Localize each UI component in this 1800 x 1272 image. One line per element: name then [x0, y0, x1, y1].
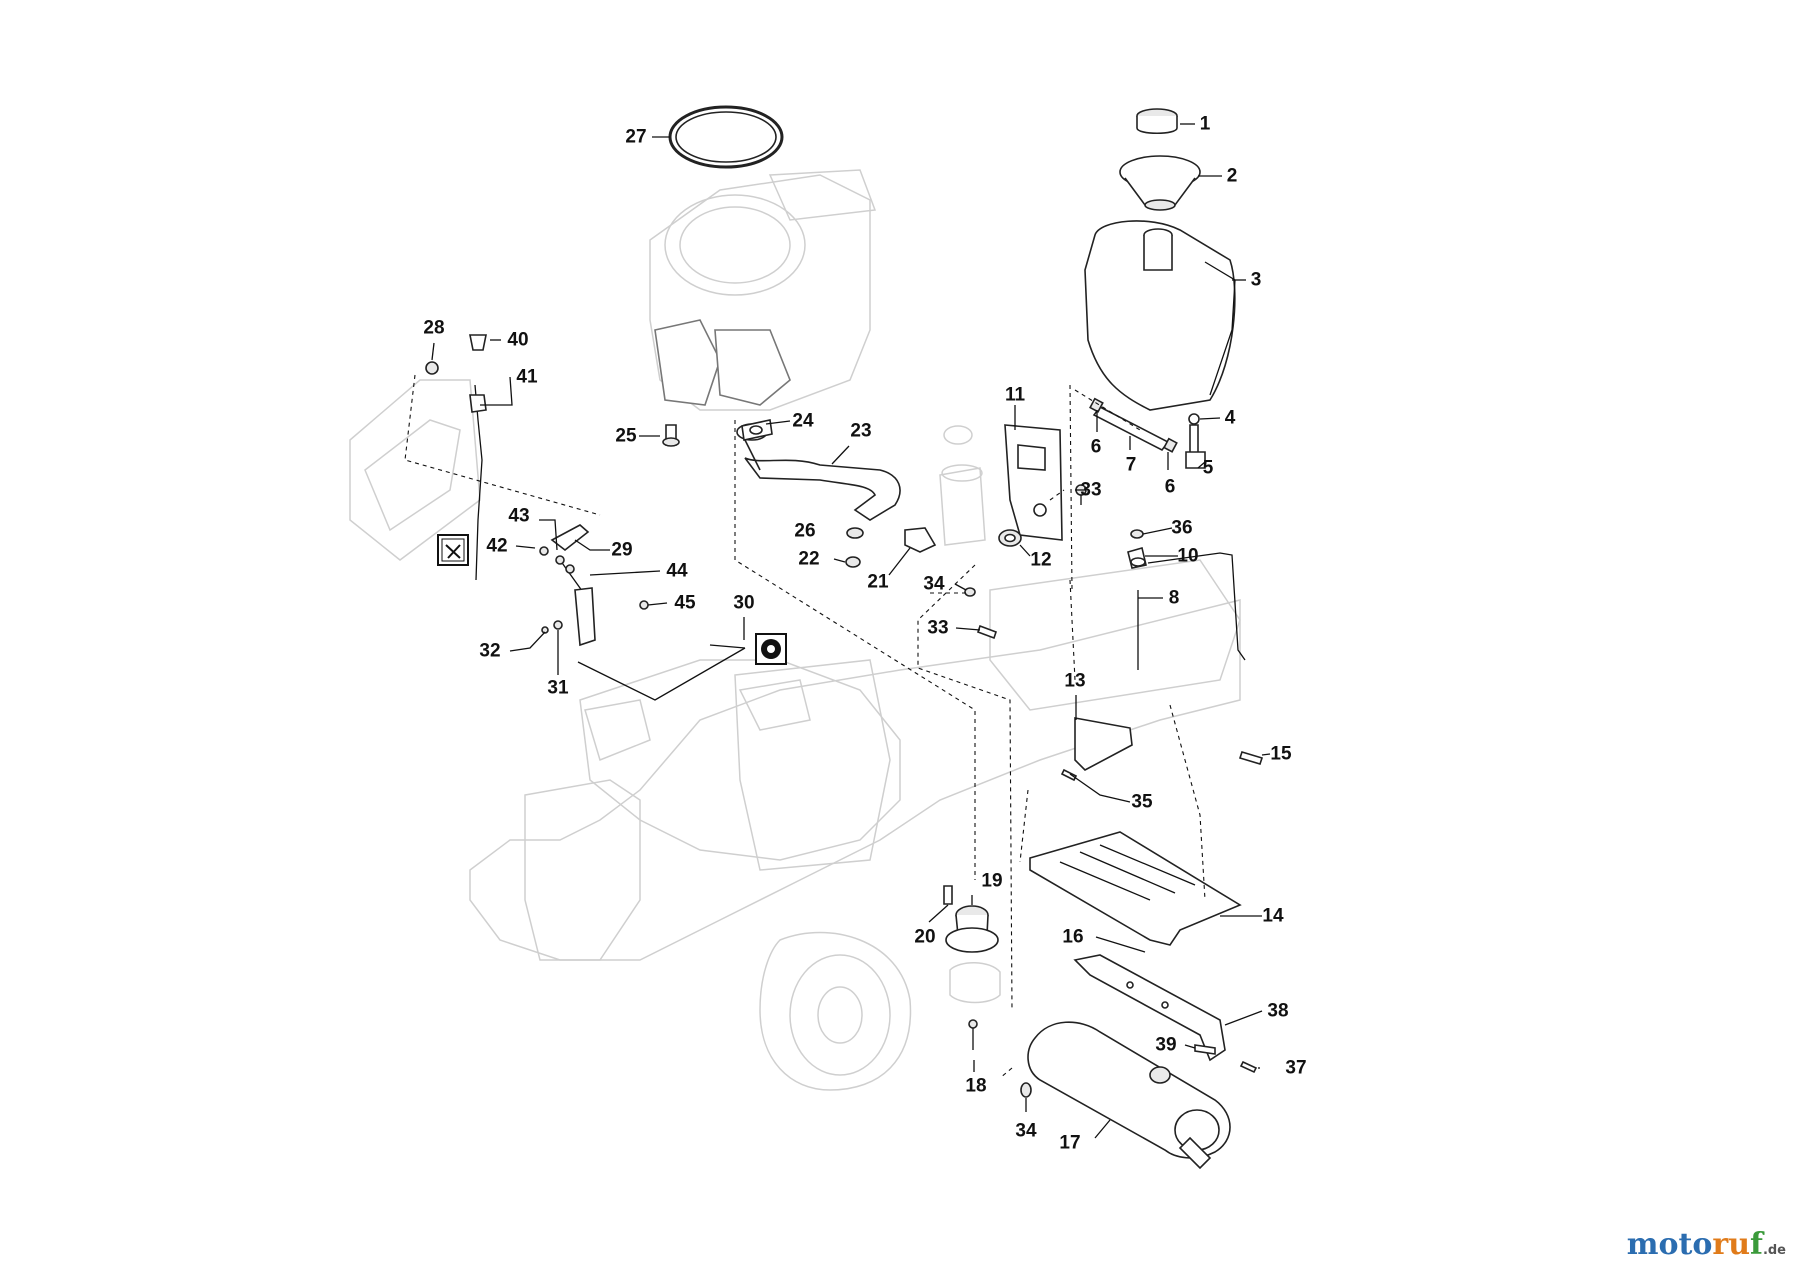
part-pulley-19 — [945, 905, 1001, 1004]
callout-15: 15 — [1270, 744, 1292, 765]
callout-3: 3 — [1251, 270, 1262, 291]
callout-33: 33 — [1080, 480, 1101, 501]
part-key-20 — [943, 885, 953, 905]
callout-33: 33 — [927, 618, 948, 639]
choke-symbol-box — [437, 534, 469, 566]
part-strainer — [1119, 155, 1201, 211]
callout-27: 27 — [625, 127, 646, 148]
callout-18: 18 — [965, 1076, 986, 1097]
callout-1: 1 — [1200, 114, 1211, 135]
part-shield-13 — [1074, 717, 1133, 771]
part-clamp-21 — [904, 527, 937, 553]
part-fuel-tank — [1084, 220, 1236, 411]
callout-36: 36 — [1171, 518, 1192, 539]
dashed-guides — [404, 374, 1206, 1079]
part-bolt-33b — [976, 624, 998, 640]
part-pin-39 — [1194, 1044, 1216, 1055]
callout-6: 6 — [1091, 437, 1102, 458]
part-nut-34b — [1020, 1082, 1032, 1098]
callout-11: 11 — [1005, 385, 1026, 406]
part-throttle-cable-30 — [577, 644, 746, 701]
callout-38: 38 — [1267, 1001, 1288, 1022]
part-bolt-15 — [1238, 751, 1264, 765]
callout-14: 14 — [1262, 906, 1284, 927]
part-muffler-17 — [1027, 1021, 1231, 1170]
throttle-symbol-box — [755, 633, 787, 665]
callout-7: 7 — [1126, 455, 1137, 476]
part-fuel-cap — [1136, 108, 1178, 135]
part-reservoir — [939, 425, 986, 546]
callout-25: 25 — [615, 426, 637, 447]
callout-8: 8 — [1169, 588, 1180, 609]
brand-logo: motoruf.de — [1627, 1227, 1786, 1262]
callout-21: 21 — [867, 572, 889, 593]
callout-6: 6 — [1165, 477, 1176, 498]
part-throttle-lever — [539, 524, 649, 647]
callout-13: 13 — [1064, 671, 1085, 692]
callout-31: 31 — [547, 678, 569, 699]
part-rod-8 — [1137, 552, 1246, 670]
leader-lines — [431, 123, 1271, 1139]
callout-10: 10 — [1177, 546, 1198, 567]
callout-29: 29 — [611, 540, 632, 561]
callout-40: 40 — [507, 330, 528, 351]
brand-part2: ru — [1712, 1227, 1751, 1262]
part-clip-10 — [1127, 547, 1147, 569]
brand-part3: f — [1750, 1227, 1763, 1262]
part-bolt-18 — [968, 1019, 978, 1050]
part-nut-22 — [845, 556, 861, 568]
part-gasket-24 — [741, 419, 773, 441]
callout-42: 42 — [486, 536, 507, 557]
part-fuel-valve — [1185, 413, 1206, 469]
callout-16: 16 — [1062, 927, 1083, 948]
ghost-engine — [649, 169, 877, 411]
callout-28: 28 — [423, 318, 444, 339]
part-screws-31-32 — [541, 620, 563, 634]
callout-34: 34 — [1015, 1121, 1037, 1142]
part-gasket-ring-27 — [668, 105, 784, 169]
callout-22: 22 — [798, 549, 819, 570]
part-nut-34a — [964, 587, 976, 597]
callout-4: 4 — [1225, 408, 1236, 429]
callout-20: 20 — [914, 927, 935, 948]
callout-32: 32 — [479, 641, 500, 662]
part-grommet-12 — [998, 529, 1022, 547]
part-knob-40 — [469, 334, 487, 351]
part-fuel-line — [1089, 397, 1178, 453]
part-heat-shield-14 — [1029, 831, 1242, 946]
part-bolt-25 — [662, 424, 680, 447]
part-exhaust-pipe-23 — [736, 423, 901, 521]
part-bulb-28 — [425, 361, 439, 375]
part-nut-36 — [1130, 529, 1144, 539]
callout-37: 37 — [1285, 1058, 1306, 1079]
part-bracket-38 — [1073, 954, 1226, 1062]
callout-39: 39 — [1155, 1035, 1176, 1056]
callout-26: 26 — [794, 521, 815, 542]
brand-tld: .de — [1762, 1243, 1786, 1258]
callout-5: 5 — [1203, 458, 1214, 479]
callout-44: 44 — [666, 561, 688, 582]
callout-43: 43 — [508, 506, 529, 527]
callout-23: 23 — [850, 421, 871, 442]
callout-2: 2 — [1227, 166, 1238, 187]
callout-45: 45 — [674, 593, 696, 614]
callout-19: 19 — [981, 871, 1002, 892]
brand-part1: moto — [1626, 1227, 1713, 1262]
part-gasket-26 — [846, 527, 864, 539]
callout-17: 17 — [1059, 1133, 1080, 1154]
callout-35: 35 — [1131, 792, 1153, 813]
callout-labels: 1234566781011121314151617181920212223242… — [423, 114, 1306, 1154]
part-bracket-11 — [1004, 424, 1063, 541]
part-choke-cable-41 — [469, 384, 487, 581]
callout-41: 41 — [516, 367, 538, 388]
callout-12: 12 — [1030, 550, 1051, 571]
callout-34: 34 — [923, 574, 945, 595]
callout-30: 30 — [733, 593, 754, 614]
part-screw-37 — [1239, 1060, 1258, 1074]
callout-24: 24 — [792, 411, 814, 432]
part-screw-35 — [1060, 768, 1078, 782]
